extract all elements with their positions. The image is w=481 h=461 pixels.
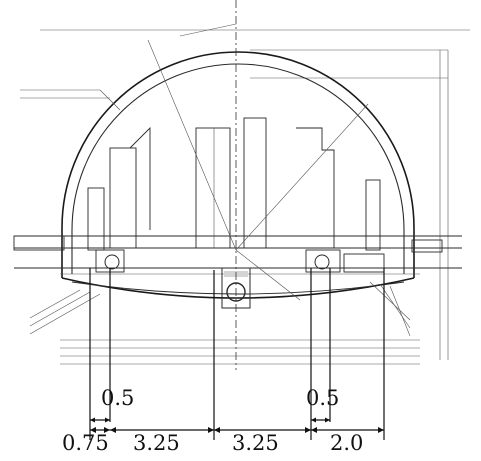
central-trough [221,267,251,309]
left-structures [87,126,231,273]
dimension-lines [90,417,384,433]
leader-lines [20,89,411,337]
dimension-label-upper-left: 0.5 [101,386,135,410]
dimension-extension-lines [89,268,385,440]
dimension-label-lower-2: 3.25 [133,431,180,455]
dimension-label-lower-4: 2.0 [330,431,364,455]
fine-dimension-rows [60,339,420,365]
construction-lines [147,23,369,301]
tunnel-lining-arch [61,51,415,278]
right-structures [243,117,385,273]
dimension-label-lower-3: 3.25 [232,431,279,455]
dimension-label-lower-1: 0.75 [62,431,109,455]
invert-curve [61,277,415,299]
dimension-label-upper-right: 0.5 [306,386,340,410]
drawing-frame [40,29,470,360]
